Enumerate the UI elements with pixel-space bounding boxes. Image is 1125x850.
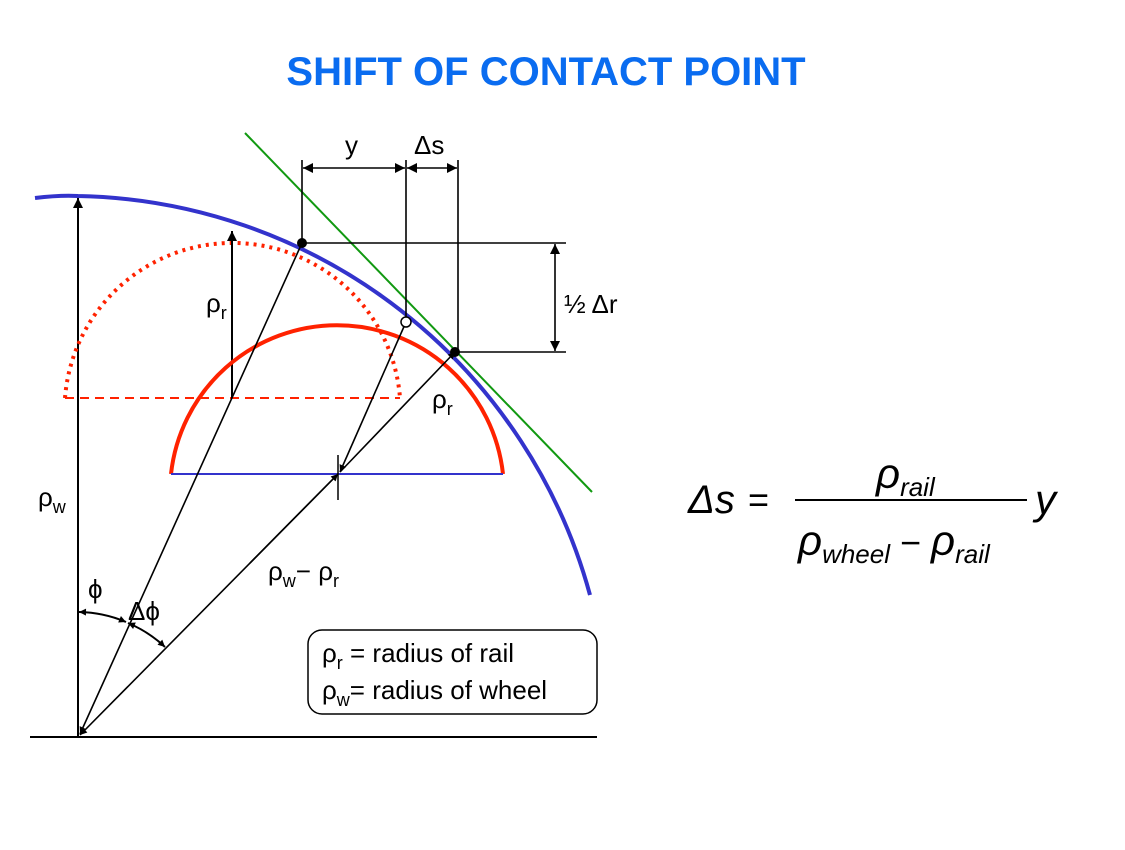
page-title: SHIFT OF CONTACT POINT [286,50,806,94]
label-rho-w-minus-rho-r: ρw− ρr [268,556,339,591]
angle-delta-phi-arc [127,622,166,648]
angle-phi-arc [78,608,127,623]
formula-numerator: ρrail [874,450,936,502]
radial-line-shifted-upper [249,473,339,564]
label-rho-r-initial: ρr [206,288,227,323]
legend-rail: ρr = radius of rail [322,638,514,673]
rail-radius-line-shifted [339,351,456,473]
formula-equals: = [748,479,769,520]
white-point-line [339,321,407,473]
legend-box: ρr = radius of rail ρw= radius of wheel [307,629,598,715]
radial-line-initial [79,242,303,735]
label-phi: ϕ [88,574,103,604]
label-y: y [345,130,358,160]
legend-wheel: ρw= radius of wheel [322,675,547,710]
formula: Δs = ρrail ρwheel−ρrail y [687,450,1059,569]
wheel-profile [34,193,592,596]
tangent-line [244,132,593,493]
label-delta-s: Δs [414,130,444,160]
contact-point-intermediate [400,316,412,328]
contact-point-shifted [450,347,460,357]
formula-rhs: y [1032,476,1059,523]
label-rho-r-shifted: ρr [432,384,453,419]
rail-profile-shifted [169,323,505,475]
label-delta-phi: Δϕ [128,596,160,626]
label-rho-w: ρw [38,482,67,517]
formula-lhs: Δs [687,478,735,522]
label-half-delta-r: ½ Δr [564,289,618,319]
formula-denominator: ρwheel−ρrail [796,517,991,569]
contact-point-initial [297,238,307,248]
